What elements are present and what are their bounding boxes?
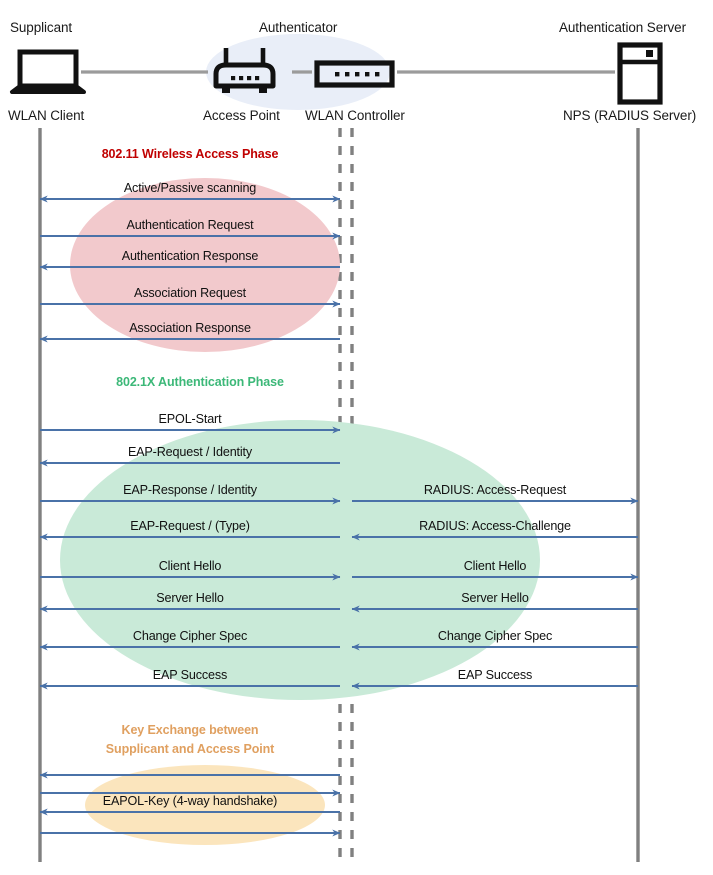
phase-title-keyexchange-line2: Supplicant and Access Point [105,742,275,756]
message-label-change-cipher-spec: Change Cipher Spec [437,629,553,643]
message-label-client-hello: Client Hello [463,559,527,573]
message-arrow-group [39,195,639,837]
message-label-eap-success: EAP Success [457,668,533,682]
phase-80211-region [70,178,340,352]
laptop-icon [10,49,86,94]
message-label-association-response: Association Response [129,321,251,335]
message-label-eap-request-type: EAP-Request / (Type) [130,519,250,533]
node-label-wlan-client: WLAN Client [8,108,85,123]
message-label-association-request: Association Request [134,286,246,300]
message-label-client-hello: Client Hello [158,559,222,573]
message-label-eap-request-identity: EAP-Request / Identity [127,445,253,459]
message-label-epol-start: EPOL-Start [158,412,222,426]
role-label-supplicant: Supplicant [10,20,73,35]
node-label-wlan-controller: WLAN Controller [305,108,405,123]
phase-title-keyexchange: Key Exchange between Supplicant and Acce… [40,721,340,759]
wireless-router-icon [213,48,276,93]
message-label-eap-success: EAP Success [152,668,228,682]
message-label-eap-response-identity: EAP-Response / Identity [123,483,257,497]
phase-title-8021x: 802.1X Authentication Phase [116,375,284,389]
role-label-authentication-server: Authentication Server [559,20,686,35]
phase-title-keyexchange-line1: Key Exchange between [121,723,259,737]
message-label-eapol-key-4-way-handshake: EAPOL-Key (4-way handshake) [102,794,278,808]
message-label-authentication-response: Authentication Response [121,249,259,263]
message-label-authentication-request: Authentication Request [126,218,254,232]
message-label-active-passive-scanning: Active/Passive scanning [123,181,257,195]
server-icon [617,42,663,105]
wlan-controller-icon [314,60,395,88]
message-label-radius-access-request: RADIUS: Access-Request [423,483,567,497]
message-label-server-hello: Server Hello [461,591,529,605]
message-label-change-cipher-spec: Change Cipher Spec [132,629,248,643]
node-label-access-point: Access Point [203,108,280,123]
phase-8021x-region [60,420,540,700]
message-label-radius-access-challenge: RADIUS: Access-Challenge [419,519,571,533]
message-label-server-hello: Server Hello [156,591,224,605]
role-label-authenticator: Authenticator [259,20,338,35]
node-label-nps-radius-server: NPS (RADIUS Server) [563,108,697,123]
phase-title-80211: 802.11 Wireless Access Phase [101,147,279,161]
phase-keyexchange-region [85,765,325,845]
